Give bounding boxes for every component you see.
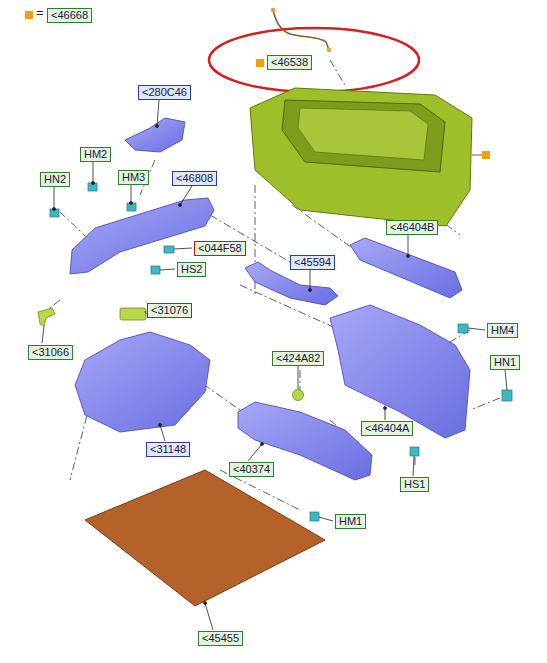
callout-number: <31148 [146,442,190,457]
callout-number: HS1 [400,477,429,492]
clips [50,183,512,521]
callout-number: <044F58 [194,241,246,256]
callout-number: HN1 [490,355,520,370]
callout-number: <46404A [361,421,413,436]
callout-number: <31066 [28,345,73,360]
callout-number: <31076 [147,303,192,318]
callout-number: <280C46 [138,85,191,100]
leader-lines [42,100,507,630]
callout-number: <424A82 [272,351,324,366]
floor-carpet [85,470,325,606]
callout-number: <45455 [198,631,243,646]
parcel-shelf [250,88,490,226]
key-marker [25,11,33,19]
callout-number: HM2 [80,147,111,162]
callout-number: <46538 [267,55,312,70]
callout-number: <40374 [229,462,274,477]
small-parts [38,308,304,401]
callout-number: HM1 [335,514,366,529]
callout-number: <46808 [172,171,217,186]
callout-number: <46404B [386,220,438,235]
callout-number: HM3 [118,170,149,185]
callout-number: <45594 [290,255,335,270]
callout-number: HM4 [487,323,518,338]
trim-parts [70,118,470,480]
assembly-lines [45,60,500,510]
callout-number: <46668 [47,8,92,23]
callout-number: HS2 [177,262,206,277]
key-equals: = [36,6,44,19]
callout-number: HN2 [40,172,70,187]
